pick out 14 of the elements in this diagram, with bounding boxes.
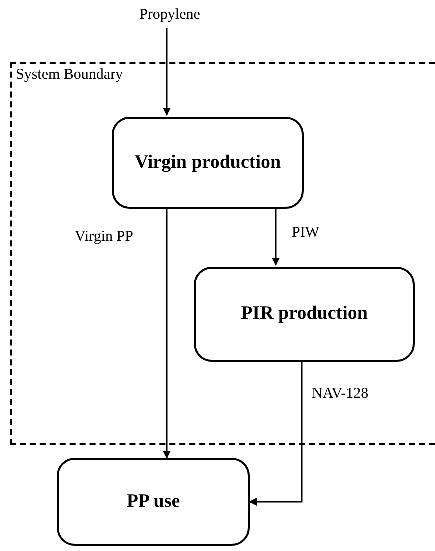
arrow (272, 207, 280, 266)
arrow (249, 360, 303, 506)
arrow (163, 28, 171, 116)
process-label: PIR production (241, 302, 368, 326)
edge-label: Virgin PP (74, 230, 134, 245)
boundary-label: System Boundary (16, 68, 124, 83)
process-label: PP use (126, 490, 180, 514)
process-box (112, 117, 304, 209)
process-box (57, 458, 250, 546)
input-label: Propylene (140, 6, 200, 25)
system-boundary (10, 62, 435, 445)
process-label: Virgin production (134, 150, 282, 175)
arrow (163, 207, 171, 459)
process-box (194, 267, 415, 362)
